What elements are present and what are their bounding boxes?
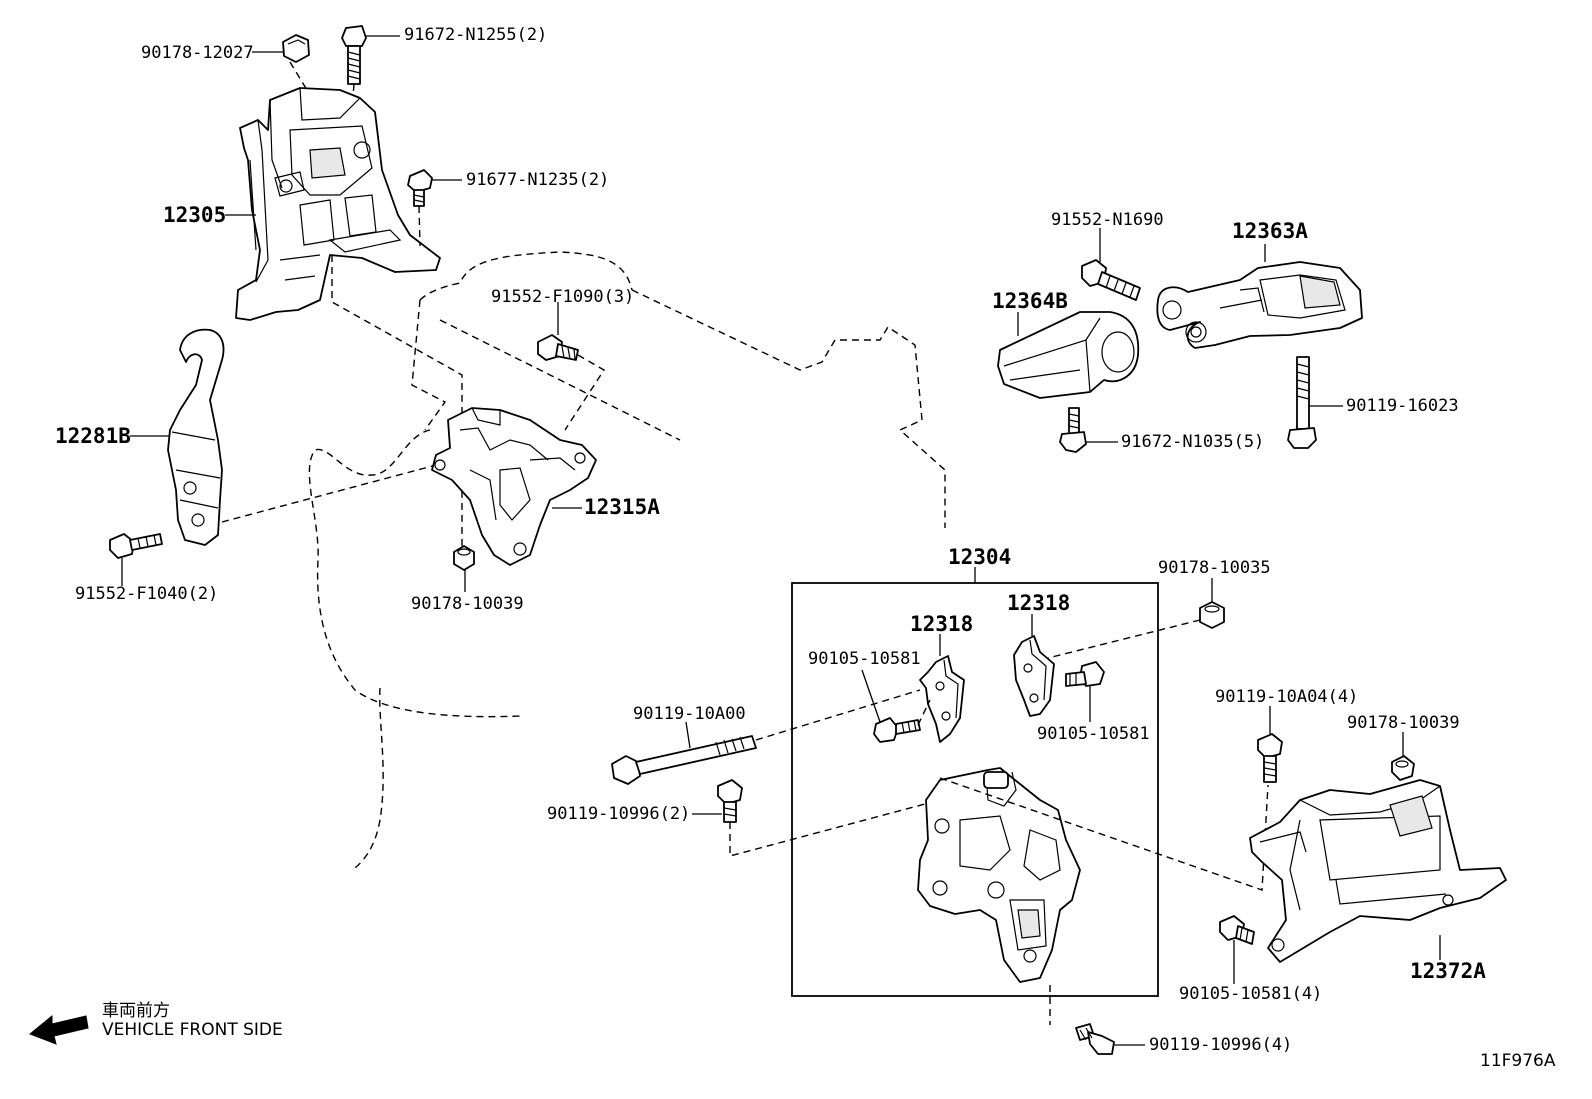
bolt-90119-10996-quad[interactable] [1075, 1023, 1115, 1055]
label-90178-10039-right: 90178-10039 [1347, 713, 1460, 733]
bolt-90119-10A04[interactable] [1257, 733, 1283, 783]
nut-90178-10035[interactable] [1199, 601, 1225, 629]
front-arrow-icon [29, 1014, 89, 1045]
label-91672-N1035: 91672-N1035(5) [1121, 432, 1264, 452]
label-91552-F1040: 91552-F1040(2) [75, 584, 218, 604]
bracket-12315A[interactable] [431, 407, 597, 566]
label-91552-N1690: 91552-N1690 [1051, 210, 1164, 230]
label-90119-10A04: 90119-10A04(4) [1215, 687, 1358, 707]
bolt-91552-F1090[interactable] [537, 334, 579, 361]
bracket-12281B[interactable] [167, 328, 225, 546]
label-12315A: 12315A [584, 495, 660, 519]
engine-mount-12305[interactable] [235, 87, 441, 321]
label-90119-10996-pair: 90119-10996(2) [547, 804, 690, 824]
mount-bracket-12304[interactable] [917, 767, 1081, 983]
label-91672-N1255: 91672-N1255(2) [404, 25, 547, 45]
label-90119-16023: 90119-16023 [1346, 396, 1459, 416]
bolt-91677-N1235[interactable] [407, 169, 433, 207]
label-90105-10581-right: 90105-10581 [1037, 724, 1150, 744]
label-90178-12027: 90178-12027 [141, 43, 254, 63]
label-12318-left: 12318 [910, 612, 973, 636]
label-12304: 12304 [948, 545, 1011, 569]
stopper-12364B[interactable] [997, 311, 1140, 399]
plate-12318-left[interactable] [919, 655, 965, 743]
bolt-90119-16023[interactable] [1287, 356, 1317, 449]
label-90105-10581-left: 90105-10581 [808, 649, 921, 669]
bolt-90105-10581-left[interactable] [873, 717, 921, 743]
bolt-91552-F1040[interactable] [109, 533, 163, 559]
label-12318-right: 12318 [1007, 591, 1070, 615]
label-90119-10A00: 90119-10A00 [633, 704, 746, 724]
vehicle-front-side-indicator: 車両前方 VEHICLE FRONT SIDE [29, 1001, 283, 1045]
engine-outline [308, 251, 946, 871]
label-12364B: 12364B [992, 289, 1068, 313]
label-12372A: 12372A [1410, 959, 1486, 983]
bolt-90119-10996-pair[interactable] [717, 779, 743, 823]
label-12281B: 12281B [55, 424, 131, 448]
label-91677-N1235: 91677-N1235(2) [466, 170, 609, 190]
bolt-91552-N1690[interactable] [1081, 259, 1141, 301]
nut-90178-12027[interactable] [282, 34, 310, 63]
bolt-90105-10581-quad[interactable] [1219, 915, 1255, 945]
torque-rod-12363A[interactable] [1156, 261, 1363, 349]
figure-code: 11F976A [1480, 1051, 1556, 1071]
label-90105-10581-quad: 90105-10581(4) [1179, 984, 1322, 1004]
bolt-91672-N1255[interactable] [341, 25, 367, 85]
front-side-label-jp: 車両前方 [102, 1001, 170, 1021]
label-90178-10035: 90178-10035 [1158, 558, 1271, 578]
label-90178-10039-left: 90178-10039 [411, 594, 524, 614]
nut-90178-10039-right[interactable] [1391, 755, 1415, 781]
label-91552-F1090: 91552-F1090(3) [491, 287, 634, 307]
nut-90178-10039-left[interactable] [453, 545, 475, 571]
front-side-label-en: VEHICLE FRONT SIDE [102, 1020, 283, 1040]
bolt-90105-10581-right[interactable] [1065, 661, 1105, 687]
bolt-90119-10A00[interactable] [611, 735, 757, 785]
plate-12318-right[interactable] [1013, 635, 1055, 717]
label-12363A: 12363A [1232, 219, 1308, 243]
bolt-91672-N1035[interactable] [1059, 407, 1087, 453]
label-12305: 12305 [163, 203, 226, 227]
label-90119-10996-quad: 90119-10996(4) [1149, 1035, 1292, 1055]
lower-mount-12372A[interactable] [1249, 779, 1507, 963]
